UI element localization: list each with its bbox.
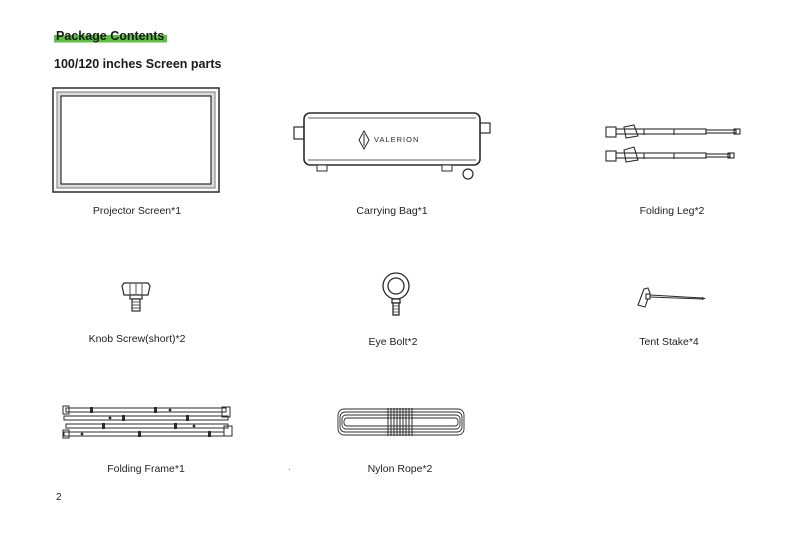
item-label: Eye Bolt*2 <box>368 336 418 348</box>
nylon-rope-icon <box>337 408 465 436</box>
carrying-bag-icon <box>293 112 491 180</box>
item-label: Carrying Bag*1 <box>356 205 428 217</box>
page-number: 2 <box>56 492 62 503</box>
bag-brand-text: VALERION <box>374 135 420 144</box>
projector-screen-icon <box>52 87 220 193</box>
item-label: Folding Leg*2 <box>639 205 705 217</box>
item-label: Knob Screw(short)*2 <box>88 333 186 345</box>
section-title: Package Contents <box>54 28 168 44</box>
knob-screw-icon <box>121 282 151 312</box>
folding-frame-icon <box>62 405 233 439</box>
item-label: Folding Frame*1 <box>107 463 185 475</box>
subtitle: 100/120 inches Screen parts <box>54 57 222 71</box>
item-label: Tent Stake*4 <box>639 336 699 348</box>
tent-stake-icon <box>637 287 706 308</box>
stray-dot <box>289 469 290 470</box>
item-label: Nylon Rope*2 <box>367 463 433 475</box>
folding-leg-icon <box>605 124 741 163</box>
item-label: Projector Screen*1 <box>92 205 182 217</box>
eye-bolt-icon <box>382 272 410 316</box>
